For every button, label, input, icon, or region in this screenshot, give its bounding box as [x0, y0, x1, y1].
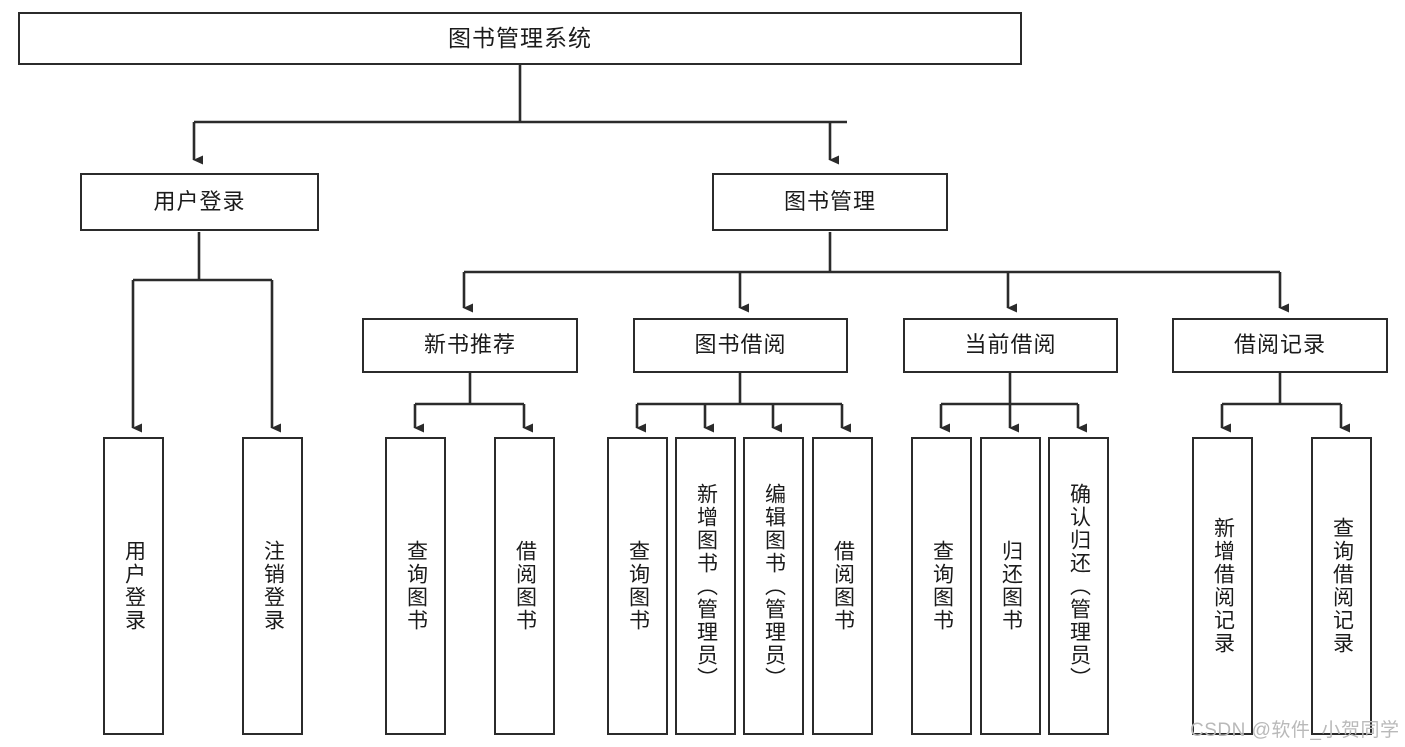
node-label: 归还图书	[999, 540, 1023, 632]
node-label: 借阅记录	[1233, 332, 1326, 358]
node-label: 新增图书（管理员）	[694, 482, 718, 690]
leaf-borrow-edit-book-admin[interactable]: 编辑图书（管理员）	[743, 437, 804, 735]
node-book-management[interactable]: 图书管理	[712, 173, 948, 231]
node-user-login[interactable]: 用户登录	[80, 173, 319, 231]
node-current-borrow[interactable]: 当前借阅	[903, 318, 1118, 373]
node-label: 确认归还（管理员）	[1067, 482, 1091, 690]
node-label: 当前借阅	[964, 332, 1057, 358]
node-label: 新增借阅记录	[1211, 517, 1235, 655]
node-label: 查询图书	[404, 540, 428, 632]
node-label: 图书借阅	[694, 332, 787, 358]
leaf-user-login[interactable]: 用户登录	[103, 437, 164, 735]
node-book-borrow[interactable]: 图书借阅	[633, 318, 848, 373]
node-label: 借阅图书	[831, 540, 855, 632]
leaf-current-return-book[interactable]: 归还图书	[980, 437, 1041, 735]
node-label: 图书管理	[783, 188, 876, 214]
node-label: 新书推荐	[423, 332, 516, 358]
node-label: 用户登录	[122, 540, 146, 632]
node-new-book-recommend[interactable]: 新书推荐	[362, 318, 578, 373]
node-label: 借阅图书	[513, 540, 537, 632]
leaf-record-query-borrow-record[interactable]: 查询借阅记录	[1311, 437, 1372, 735]
leaf-current-query-book[interactable]: 查询图书	[911, 437, 972, 735]
node-label: 编辑图书（管理员）	[762, 482, 786, 690]
node-label: 查询图书	[626, 540, 650, 632]
leaf-record-add-borrow-record[interactable]: 新增借阅记录	[1192, 437, 1253, 735]
leaf-current-confirm-return-admin[interactable]: 确认归还（管理员）	[1048, 437, 1109, 735]
leaf-newbook-borrow-book[interactable]: 借阅图书	[494, 437, 555, 735]
node-label: 查询借阅记录	[1330, 517, 1354, 655]
node-label: 查询图书	[930, 540, 954, 632]
leaf-borrow-query-book[interactable]: 查询图书	[607, 437, 668, 735]
leaf-newbook-query-book[interactable]: 查询图书	[385, 437, 446, 735]
node-label: 用户登录	[153, 188, 246, 214]
leaf-borrow-lend-book[interactable]: 借阅图书	[812, 437, 873, 735]
leaf-borrow-add-book-admin[interactable]: 新增图书（管理员）	[675, 437, 736, 735]
node-label: 注销登录	[261, 540, 285, 632]
node-label: 图书管理系统	[448, 24, 592, 51]
leaf-user-logout[interactable]: 注销登录	[242, 437, 303, 735]
csdn-watermark: CSDN @软件_小贺同学	[1190, 720, 1400, 741]
node-borrow-record[interactable]: 借阅记录	[1172, 318, 1388, 373]
node-root-book-management-system[interactable]: 图书管理系统	[18, 12, 1022, 65]
